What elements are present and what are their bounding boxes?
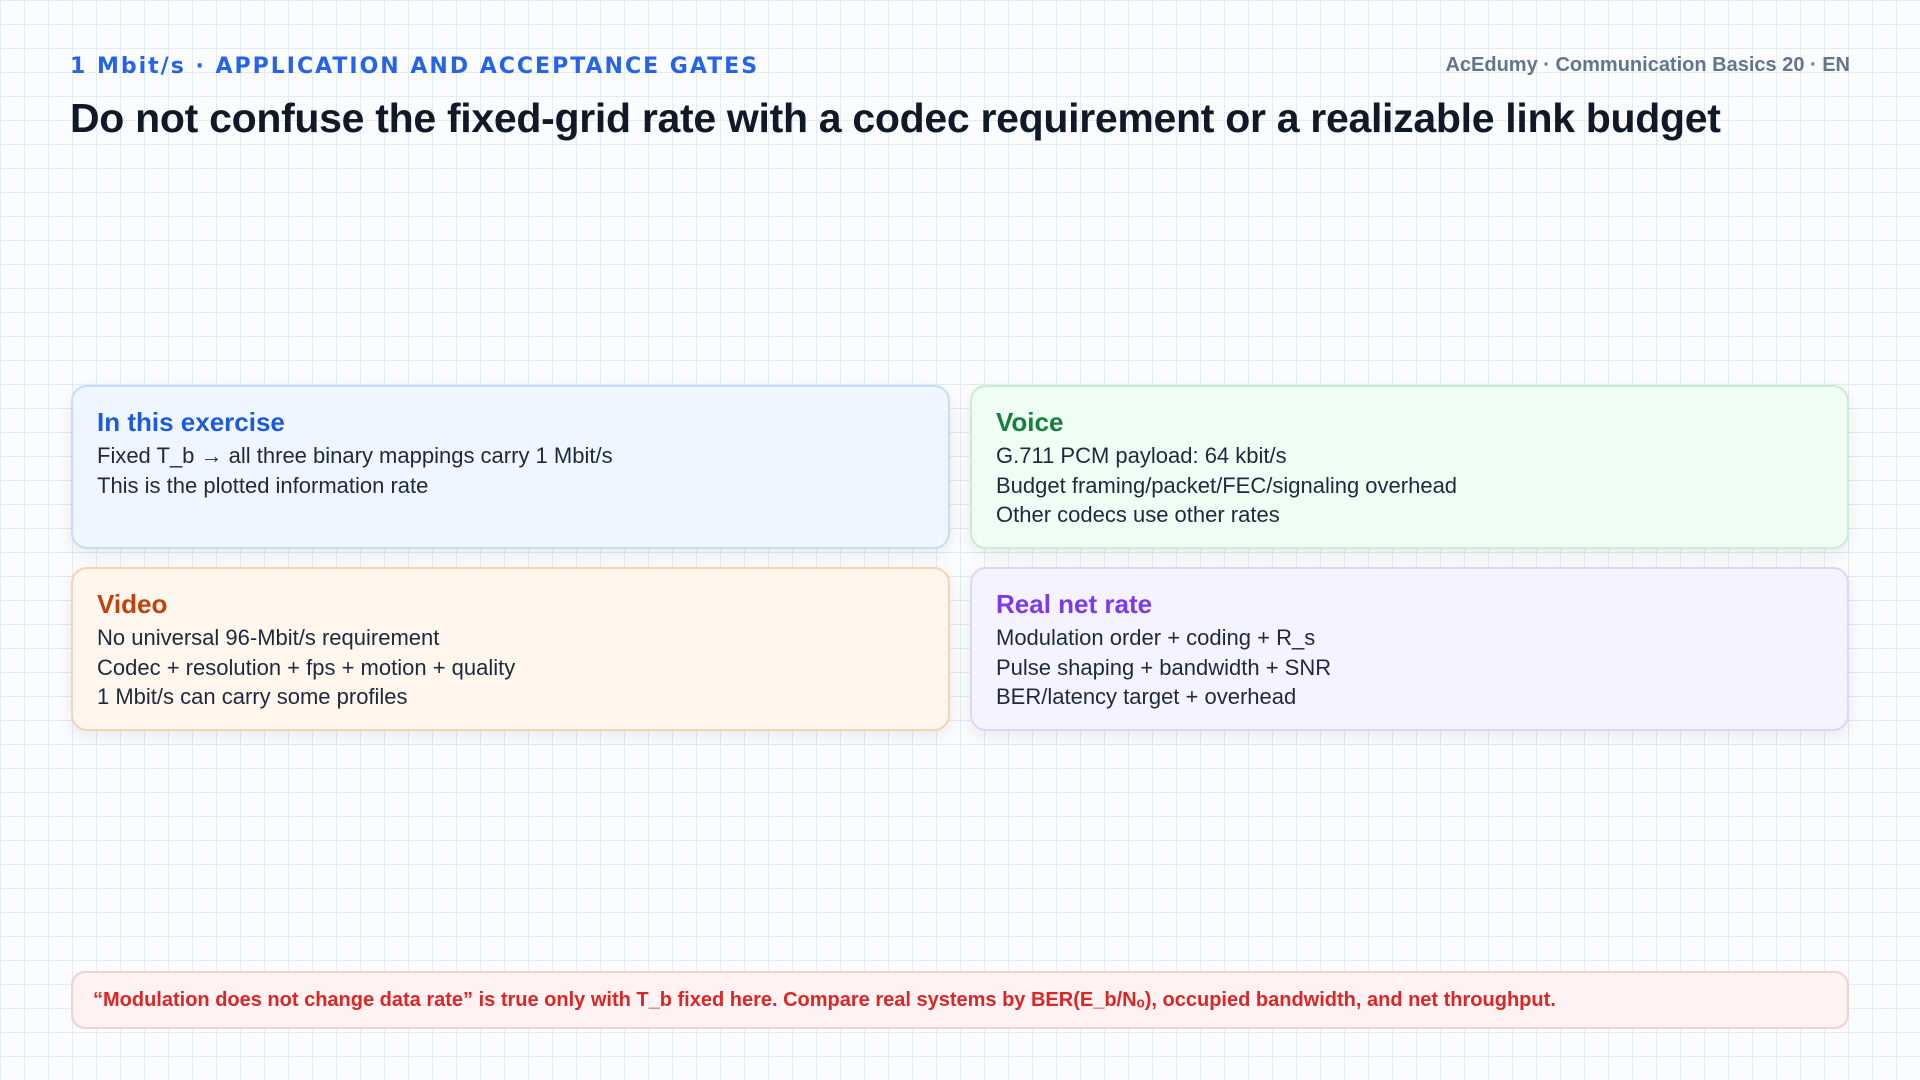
section-eyebrow: 1 Mbit/s · APPLICATION AND ACCEPTANCE GA… (70, 54, 760, 79)
card-exercise: In this exercise Fixed T_b → all three b… (71, 385, 950, 549)
card-line: Pulse shaping + bandwidth + SNR (996, 654, 1332, 680)
card-title: Video (97, 589, 168, 619)
card-title: In this exercise (97, 407, 285, 437)
card-voice: Voice G.711 PCM payload: 64 kbit/s Budge… (970, 385, 1849, 549)
card-line: BER/latency target + overhead (996, 684, 1297, 709)
card-title: Real net rate (996, 589, 1153, 619)
page-title: Do not confuse the fixed-grid rate with … (70, 95, 1721, 141)
card-line: This is the plotted information rate (97, 472, 429, 498)
card-line: No universal 96-Mbit/s requirement (97, 625, 440, 650)
card-line: Modulation order + coding + R_s (996, 625, 1316, 650)
card-line: Other codecs use other rates (996, 502, 1280, 527)
warning-note-text: “Modulation does not change data rate” i… (93, 988, 1556, 1011)
card-line: G.711 PCM payload: 64 kbit/s (996, 443, 1287, 468)
card-video: Video No universal 96-Mbit/s requirement… (71, 567, 950, 731)
card-line: 1 Mbit/s can carry some profiles (97, 684, 408, 709)
brand-label: AcEdumy · Communication Basics 20 · EN (1445, 54, 1850, 76)
card-title: Voice (996, 407, 1064, 437)
warning-note: “Modulation does not change data rate” i… (71, 971, 1849, 1029)
card-line: Codec + resolution + fps + motion + qual… (97, 654, 516, 680)
card-line: Fixed T_b → all three binary mappings ca… (97, 443, 613, 468)
card-real-net-rate: Real net rate Modulation order + coding … (970, 567, 1849, 731)
card-line: Budget framing/packet/FEC/signaling over… (996, 472, 1458, 498)
